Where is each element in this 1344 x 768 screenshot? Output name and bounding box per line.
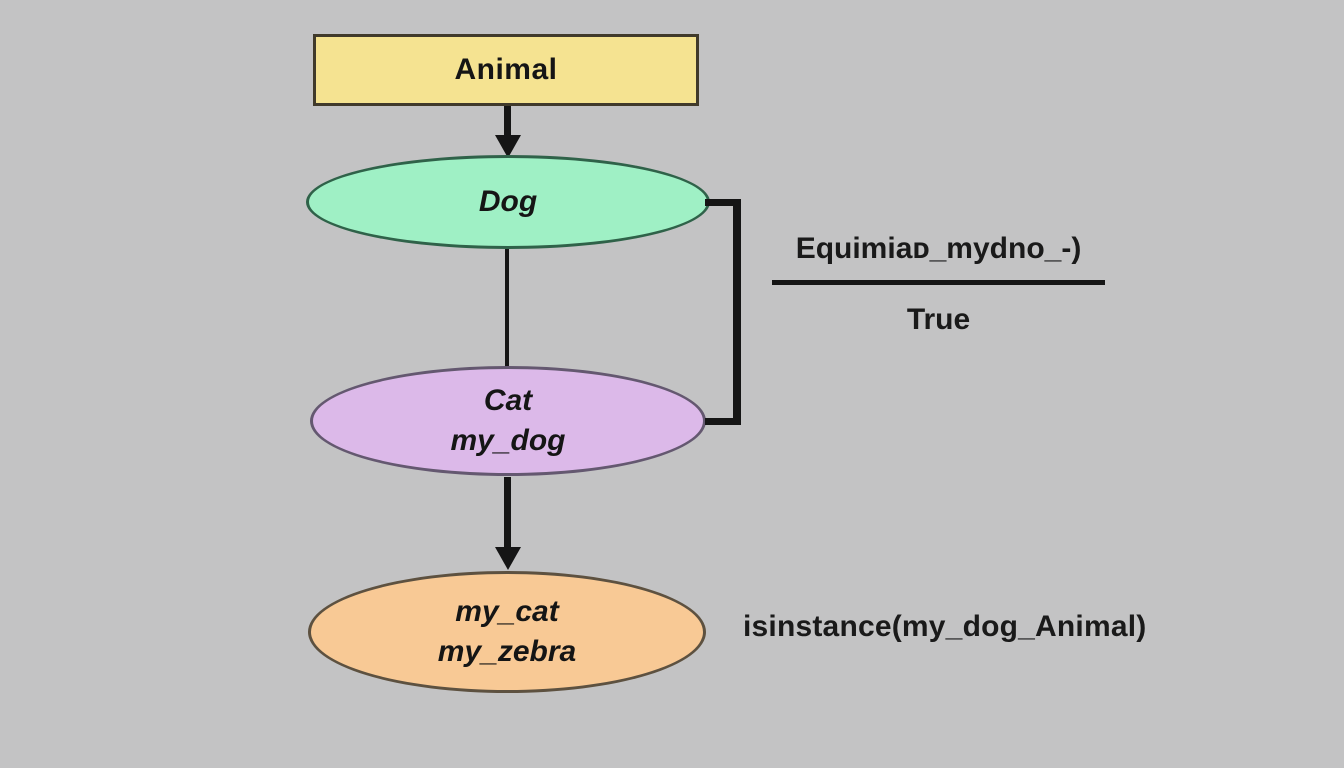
node-cat-label-line1: Cat [483, 384, 533, 417]
node-animal-label: Animal [454, 53, 558, 86]
node-instances-label-line1: my_cat [455, 595, 559, 628]
isinstance-caption: isinstance(my_dog_Animal) [743, 610, 1147, 643]
node-dog: Dog [306, 155, 710, 249]
node-animal: Animal [313, 34, 699, 106]
node-cat-label-line2: my_dog [450, 424, 566, 457]
fraction-bar [772, 280, 1105, 285]
edge-dog-cat-line [505, 249, 509, 368]
arrow-down-icon [495, 547, 521, 570]
fraction-numerator: Equimiaᴅ_mydno_-) [795, 232, 1082, 265]
arrow-down-icon [495, 135, 521, 158]
node-instances: my_cat my_zebra [308, 571, 706, 693]
node-dog-label: Dog [478, 185, 538, 218]
edge-cat-instances-shaft [504, 477, 511, 549]
node-cat: Cat my_dog [310, 366, 706, 476]
fraction-denominator: True [906, 303, 971, 336]
bracket-dog-cat [705, 199, 741, 425]
edge-animal-dog-shaft [504, 106, 511, 139]
node-instances-label-line2: my_zebra [437, 635, 577, 668]
